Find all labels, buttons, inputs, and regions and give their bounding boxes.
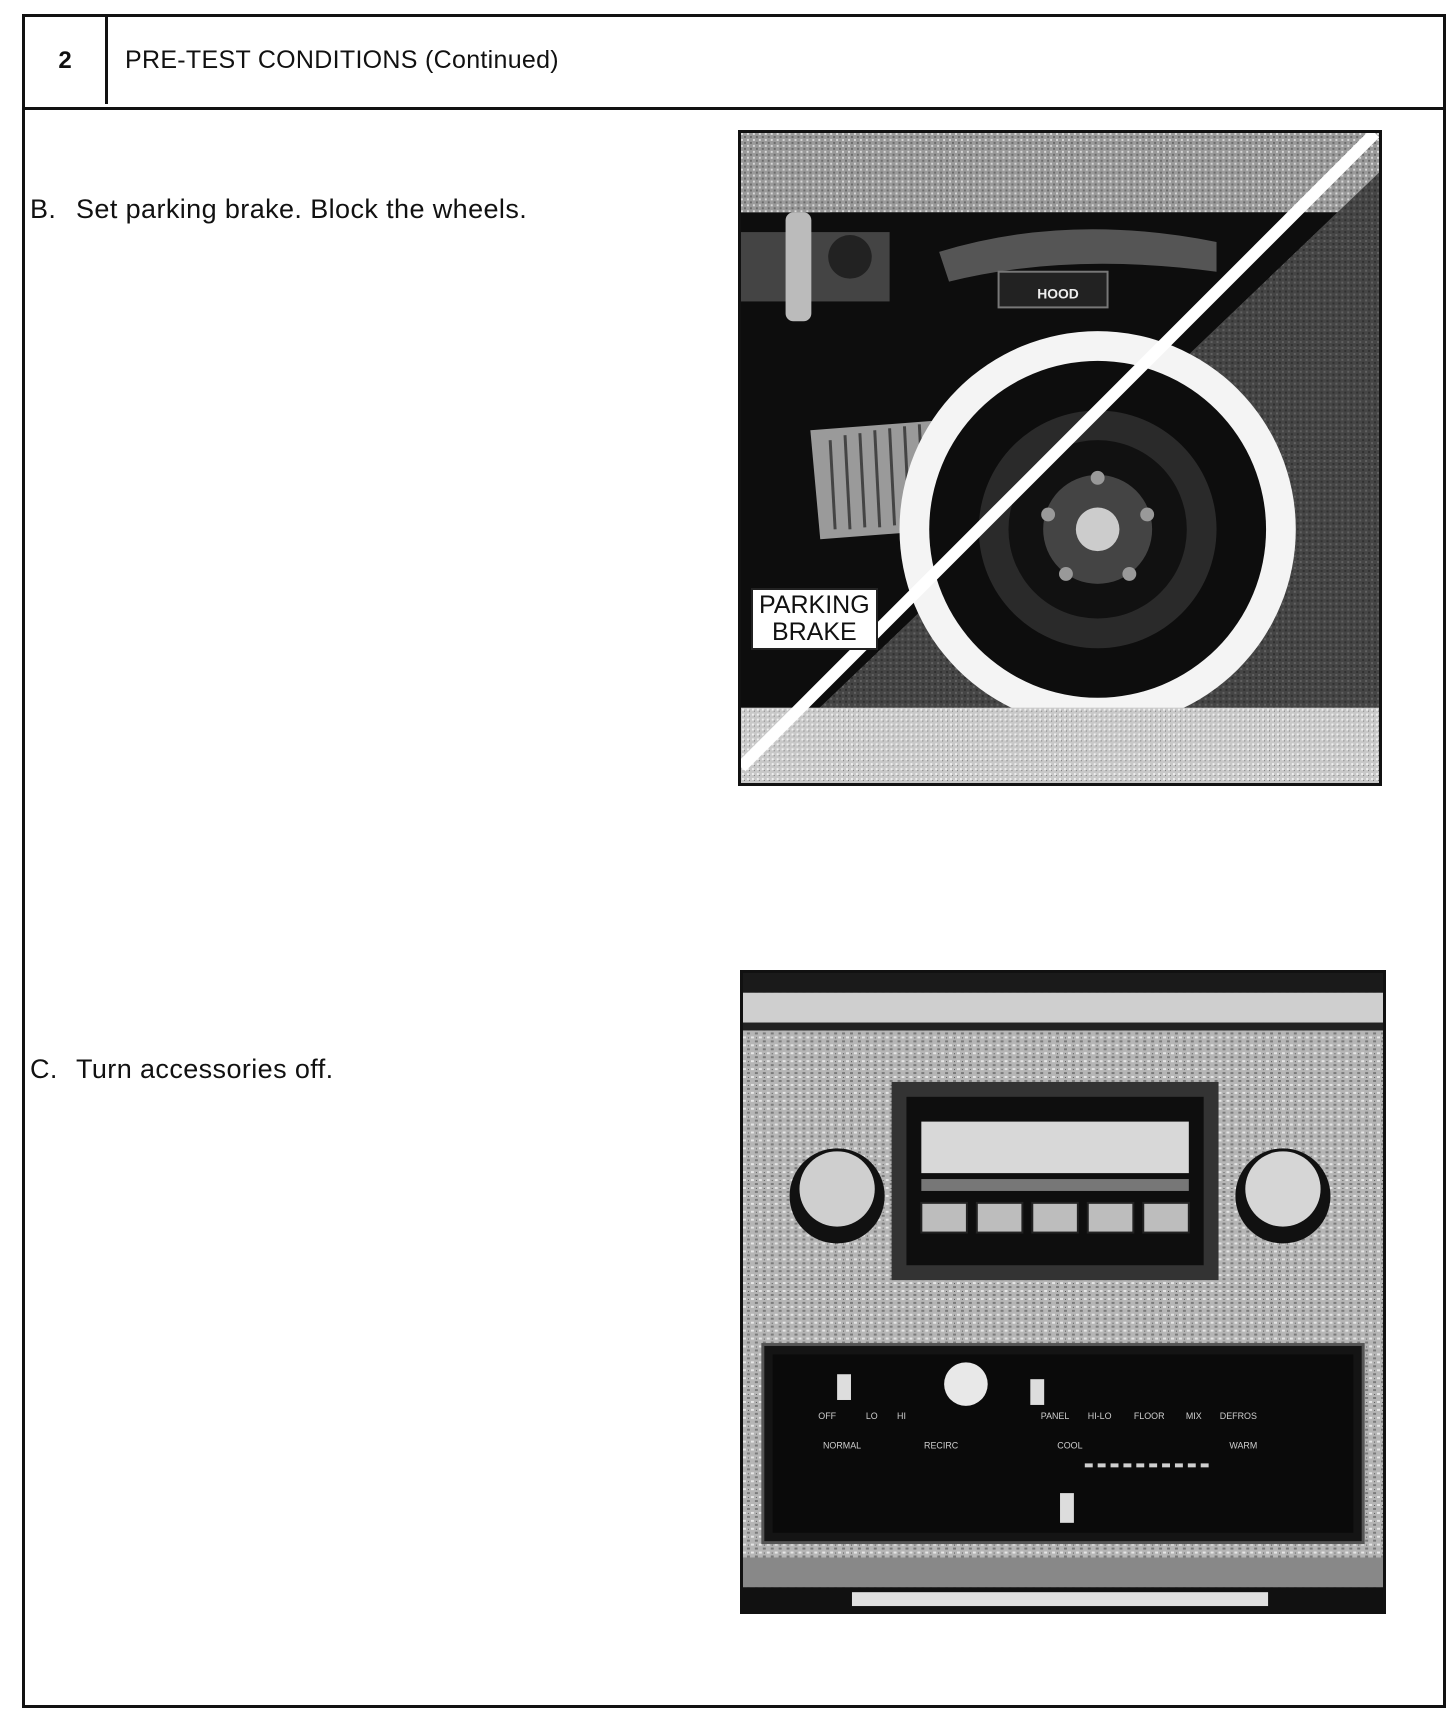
instruction-c: C. Turn accessories off. [30,1054,334,1085]
instruction-b: B. Set parking brake. Block the wheels. [30,194,527,225]
instruction-letter: B. [30,194,57,224]
parking-brake-illustration: HOOD [741,133,1379,783]
mode-panel-label: PANEL [1041,1411,1070,1421]
accessories-photo: OFF LO HI PANEL HI-LO FLOOR MIX DEFROS N… [740,970,1386,1614]
mode-defrost-label: DEFROS [1220,1411,1257,1421]
procedure-frame: 2 PRE-TEST CONDITIONS (Continued) [22,14,1446,1708]
warm-label: WARM [1229,1441,1257,1451]
mode-floor-label: FLOOR [1134,1411,1165,1421]
fan-lo-label: LO [866,1411,878,1421]
step-header: 2 PRE-TEST CONDITIONS (Continued) [25,17,1443,110]
normal-label: NORMAL [823,1441,861,1451]
instruction-text: Set parking brake. Block the wheels. [76,194,528,224]
parking-brake-label: PARKING BRAKE [751,588,878,650]
mode-mix-label: MIX [1186,1411,1202,1421]
instruction-letter: C. [30,1054,58,1084]
dashboard-illustration: OFF LO HI PANEL HI-LO FLOOR MIX DEFROS N… [743,973,1383,1611]
fan-off-label: OFF [818,1411,836,1421]
step-number: 2 [25,17,108,104]
mode-hilo-label: HI-LO [1088,1411,1112,1421]
cool-label: COOL [1057,1441,1082,1451]
fan-hi-label: HI [897,1411,906,1421]
instruction-text: Turn accessories off. [76,1054,334,1084]
hood-label: HOOD [1037,285,1079,301]
recirc-label: RECIRC [924,1441,959,1451]
step-title: PRE-TEST CONDITIONS (Continued) [125,46,559,74]
parking-brake-photo: HOOD PARKING [738,130,1382,786]
